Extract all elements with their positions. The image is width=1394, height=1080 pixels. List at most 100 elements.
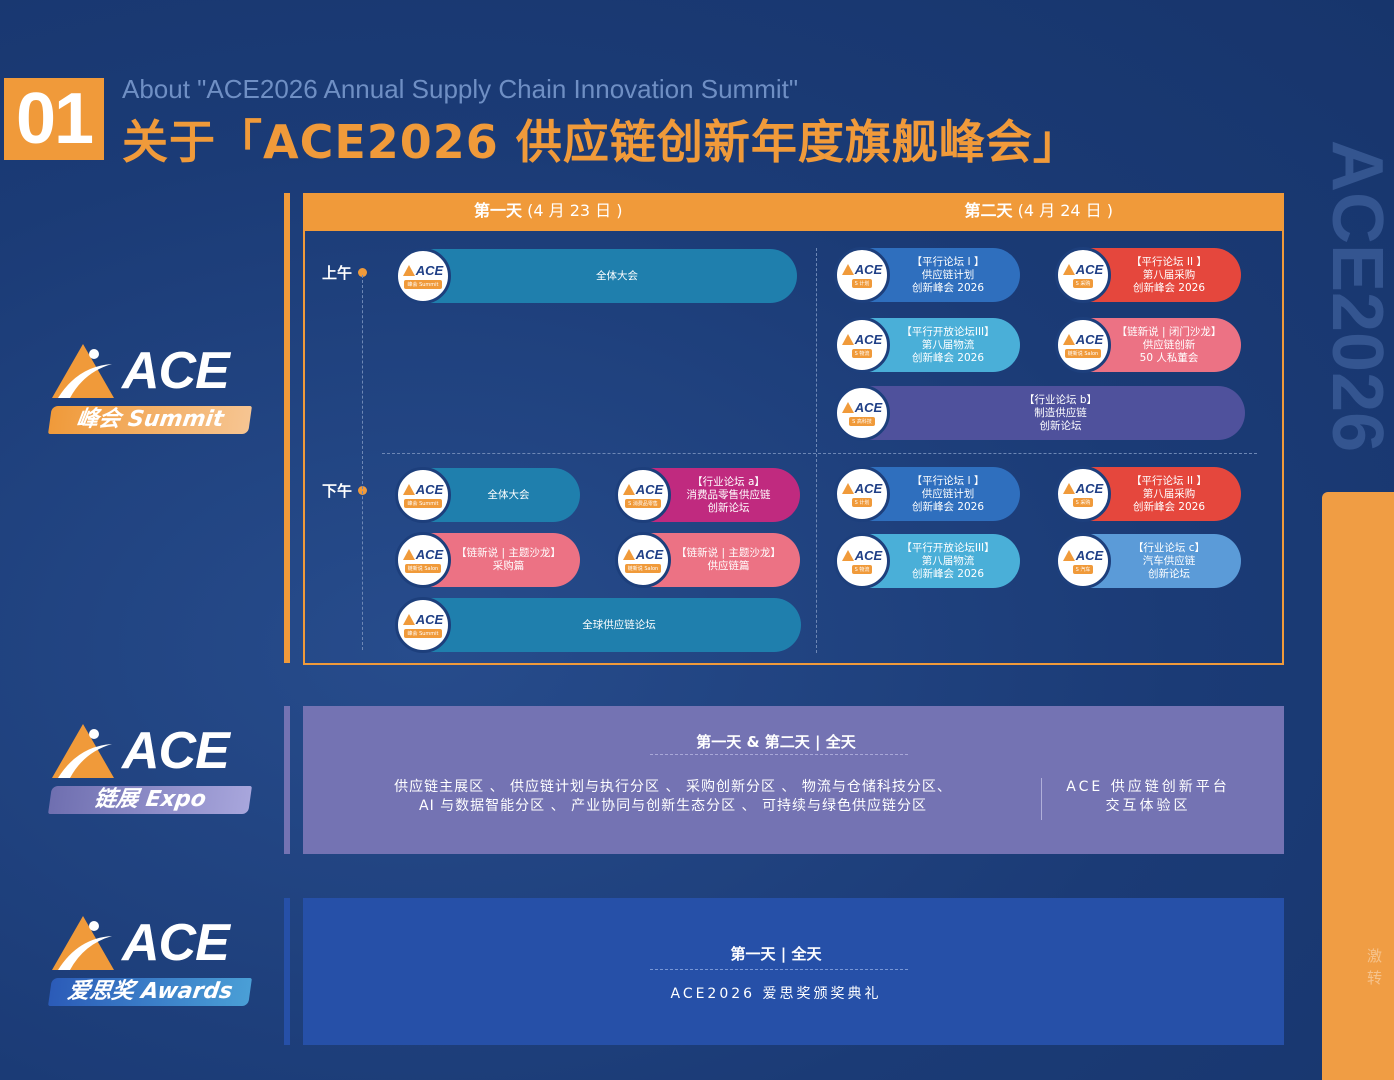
day1-header: 第一天 (4 月 23 日 ) [474, 201, 623, 220]
platform-line: ACE 供应链创新平台 [1066, 779, 1230, 795]
session-title: 全体大会 [451, 489, 580, 502]
section-title: 关于「ACE2026 供应链创新年度旗舰峰会」 [122, 115, 1080, 169]
session-line: 【平行开放论坛III】 [901, 325, 995, 338]
session-tag: 链新说 Salon [1064, 349, 1102, 358]
session-line: 创新论坛 [1039, 419, 1082, 432]
ace-logo-icon: ACE [1062, 262, 1103, 277]
ace-logo-icon [50, 342, 116, 400]
session-tag: S 物流 [851, 565, 873, 574]
brand-awards: ACE 爱思奖 Awards [48, 912, 252, 1006]
session-line: 【行业论坛 a】 [692, 475, 765, 488]
divider [1041, 778, 1042, 820]
session-card[interactable]: ACE S 采购 【平行论坛 II 】第八届采购创新峰会 2026 [1055, 247, 1241, 303]
morning-label: 上午 [322, 262, 368, 283]
session-title: 全球供应链论坛 [451, 619, 801, 632]
session-line: 创新峰会 2026 [911, 351, 985, 364]
summit-schedule [303, 193, 1284, 665]
session-card[interactable]: ACE 峰会 Summit 全体大会 [395, 467, 580, 523]
ace-logo-icon: ACE [1062, 548, 1103, 563]
session-tag: S 消费品零售 [625, 499, 661, 508]
session-line: 供应链计划 [921, 268, 975, 281]
session-line: 第八届采购 [1142, 268, 1196, 281]
session-line: 【链新说 | 主题沙龙】 [676, 547, 781, 559]
session-title: 【平行论坛 II 】第八届采购创新峰会 2026 [1111, 475, 1241, 514]
zone-line: 供应链主展区 、 供应链计划与执行分区 、 采购创新分区 、 物流与仓储科技分区… [394, 779, 952, 795]
session-line: 第八届采购 [1142, 487, 1196, 500]
ace-logo-icon: ACE [841, 332, 882, 347]
session-line: 供应链计划 [921, 487, 975, 500]
ace-logo-icon: ACE [402, 482, 443, 497]
session-line: 全体大会 [487, 488, 530, 501]
brand-logo-text: ACE [122, 914, 230, 972]
session-card[interactable]: ACE 链新说 Salon 【链新说 | 主题沙龙】采购篇 [395, 532, 580, 588]
watermark: ACE2026 [1317, 140, 1394, 453]
ace-logo-icon: ACE [1062, 481, 1103, 496]
session-logo: ACE S 采购 [1055, 466, 1111, 522]
ace-logo-icon [50, 914, 116, 972]
divider [284, 898, 290, 1045]
session-card[interactable]: ACE S 采购 【平行论坛 II 】第八届采购创新峰会 2026 [1055, 466, 1241, 522]
session-tag: S 汽车 [1072, 565, 1094, 574]
session-line: 全球供应链论坛 [582, 618, 656, 631]
session-line: 【链新说 | 主题沙龙】 [456, 547, 561, 559]
awards-event: ACE2026 爱思奖颁奖典礼 [670, 986, 882, 1002]
side-tab [1322, 492, 1394, 1080]
session-line: 第八届物流 [921, 554, 975, 567]
session-line: 【平行开放论坛III】 [901, 541, 995, 554]
session-tag: 链新说 Salon [404, 564, 442, 573]
expo-zones: 供应链主展区 、 供应链计划与执行分区 、 采购创新分区 、 物流与仓储科技分区… [343, 778, 1003, 816]
ace-logo-icon: ACE [402, 263, 443, 278]
session-title: 【平行论坛 I 】供应链计划创新峰会 2026 [890, 256, 1020, 295]
platform-line: 交互体验区 [1105, 798, 1191, 814]
session-line: 创新峰会 2026 [1132, 281, 1206, 294]
session-line: 【链新说 | 闭门沙龙】 [1116, 325, 1222, 338]
awards-heading: 第一天 | 全天 [730, 945, 822, 963]
session-logo: ACE S 物流 [834, 317, 890, 373]
brand-label: 链展 Expo [48, 786, 252, 814]
session-title: 【平行论坛 II 】第八届采购创新峰会 2026 [1111, 256, 1241, 295]
session-logo: ACE 链新说 Salon [395, 532, 451, 588]
session-line: 制造供应链 [1034, 406, 1087, 419]
session-tag: S 高科技 [849, 417, 875, 426]
session-card[interactable]: ACE S 物流 【平行开放论坛III】第八届物流创新峰会 2026 [834, 317, 1020, 373]
brand-logo-text: ACE [122, 342, 230, 400]
session-tag: 链新说 Salon [624, 564, 662, 573]
session-tag: S 采购 [1072, 279, 1094, 288]
session-tag: S 采购 [1072, 498, 1094, 507]
session-line: 【平行论坛 I 】 [911, 474, 985, 487]
ace-logo-icon: ACE [841, 262, 882, 277]
session-line: 【平行论坛 II 】 [1131, 474, 1207, 487]
awards-panel: 第一天 | 全天 ACE2026 爱思奖颁奖典礼 [303, 898, 1284, 1045]
session-line: 第八届物流 [921, 338, 975, 351]
ace-logo-icon: ACE [402, 547, 443, 562]
session-title: 【链新说 | 主题沙龙】供应链篇 [671, 547, 800, 573]
session-line: 采购篇 [492, 560, 525, 572]
side-text-2: 转 [1367, 969, 1383, 987]
session-line: 创新峰会 2026 [911, 281, 985, 294]
session-line: 消费品零售供应链 [686, 488, 771, 501]
session-line: 【行业论坛 c】 [1132, 541, 1206, 554]
ace-logo-icon: ACE [841, 548, 882, 563]
session-line: 汽车供应链 [1142, 554, 1196, 567]
session-logo: ACE S 采购 [1055, 247, 1111, 303]
expo-heading: 第一天 & 第二天 | 全天 [696, 733, 856, 751]
session-tag: 峰会 Summit [404, 499, 442, 508]
session-tag: S 物流 [851, 349, 873, 358]
session-line: 【行业论坛 b】 [1023, 393, 1097, 406]
divider [650, 754, 908, 755]
